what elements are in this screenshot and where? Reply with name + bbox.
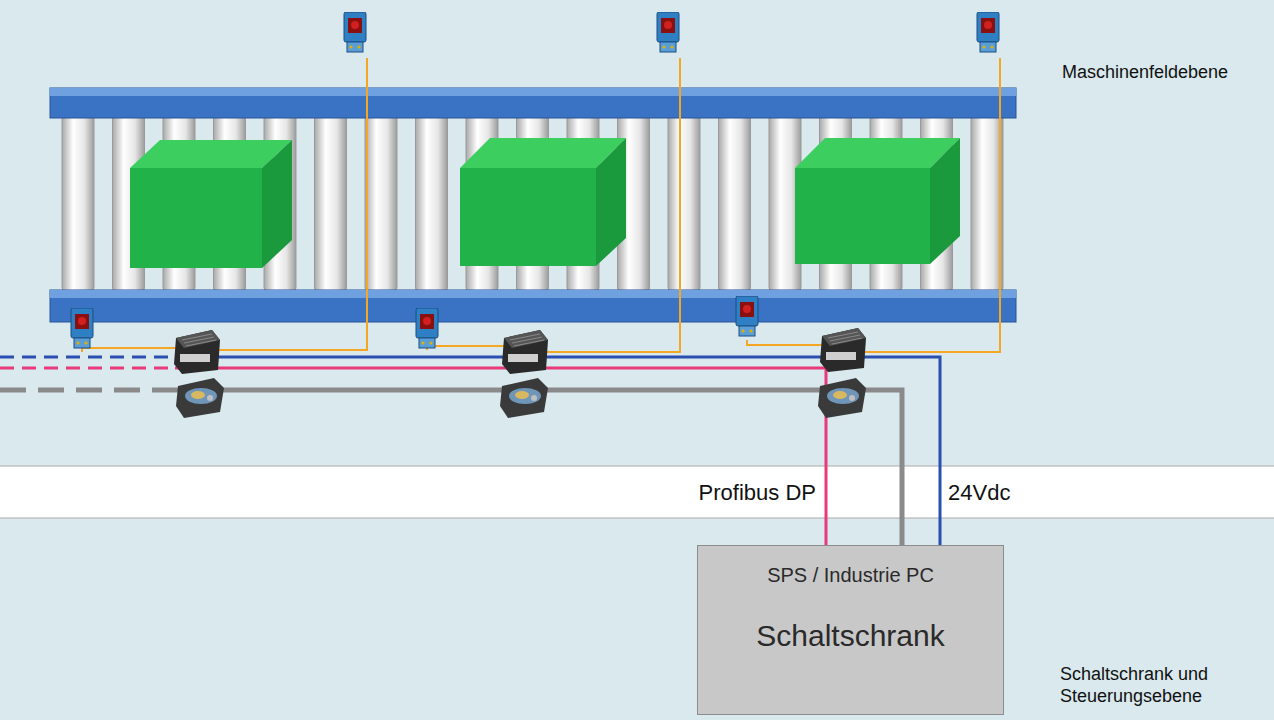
level-label: Schaltschrank und Steuerungsebene — [1058, 664, 1242, 707]
supply-label: 24Vdc — [946, 480, 1012, 506]
roller — [971, 96, 1003, 302]
roller — [416, 96, 448, 302]
roller — [62, 96, 94, 302]
bus-label: Profibus DP — [697, 480, 818, 506]
cabinet-title: Schaltschrank — [698, 619, 1003, 653]
roller — [719, 96, 751, 302]
controller-title: SPS / Industrie PC — [698, 564, 1003, 587]
control-cabinet-box: SPS / Industrie PC Schaltschrank — [697, 545, 1004, 715]
roller — [365, 96, 397, 302]
level-label: Maschinenfeldebene — [1060, 62, 1230, 84]
roller — [668, 96, 700, 302]
roller — [315, 96, 347, 302]
